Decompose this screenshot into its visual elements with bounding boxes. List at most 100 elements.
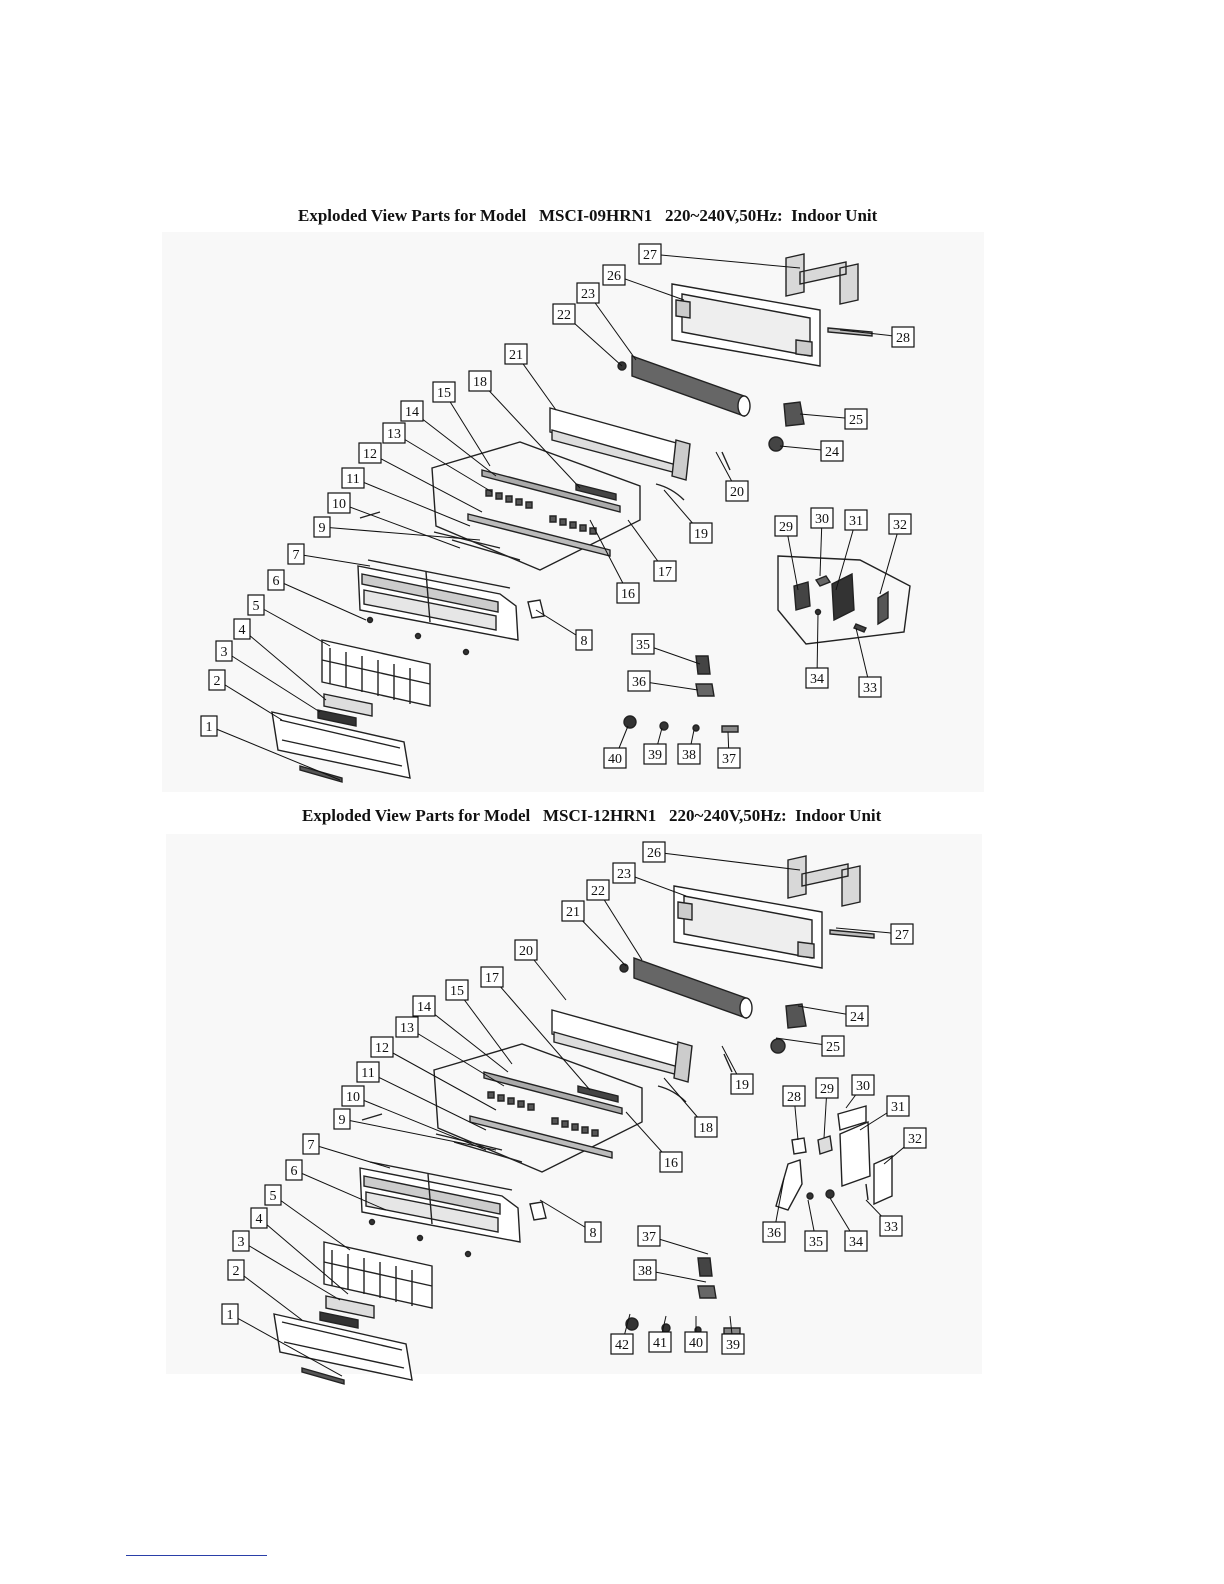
diagram-2-callout-33: 33	[879, 1215, 903, 1237]
svg-text:21: 21	[566, 905, 580, 920]
diagram-2-callout-14: 14	[412, 995, 436, 1017]
diagram-1-callout-22: 22	[552, 303, 576, 325]
diagram-1-callout-14: 14	[400, 400, 424, 422]
svg-text:14: 14	[417, 1000, 431, 1015]
diagram-2-callout-31: 31	[886, 1095, 910, 1117]
svg-text:8: 8	[590, 1226, 597, 1241]
svg-text:11: 11	[361, 1066, 374, 1081]
diagram-1-callout-32: 32	[888, 513, 912, 535]
diagram-2-callout-32: 32	[903, 1127, 927, 1149]
svg-text:30: 30	[815, 512, 829, 527]
svg-text:28: 28	[896, 331, 910, 346]
diagram-2-callout-38: 38	[633, 1259, 657, 1281]
svg-text:11: 11	[346, 472, 359, 487]
diagram-1-callout-1: 1	[200, 715, 218, 737]
diagram-2-callout-8: 8	[584, 1221, 602, 1243]
diagram-1-callout-28: 28	[891, 326, 915, 348]
diagram-2-callout-23: 23	[612, 862, 636, 884]
svg-text:19: 19	[735, 1078, 749, 1093]
svg-text:34: 34	[810, 672, 824, 687]
svg-text:1: 1	[206, 720, 213, 735]
diagram-2-callout-24: 24	[845, 1005, 869, 1027]
diagram-2-callout-37: 37	[637, 1225, 661, 1247]
diagram-2-callout-26: 26	[642, 841, 666, 863]
svg-text:9: 9	[339, 1113, 346, 1128]
diagram-2-callout-13: 13	[395, 1016, 419, 1038]
svg-text:40: 40	[608, 752, 622, 767]
svg-text:3: 3	[238, 1235, 245, 1250]
svg-text:9: 9	[319, 521, 326, 536]
diagram-1-title: Exploded View Parts for Model MSCI-09HRN…	[298, 206, 878, 225]
svg-text:28: 28	[787, 1090, 801, 1105]
svg-text:40: 40	[689, 1336, 703, 1351]
svg-text:18: 18	[473, 375, 487, 390]
svg-text:33: 33	[884, 1220, 898, 1235]
svg-text:5: 5	[270, 1189, 277, 1204]
diagram-1-callout-33: 33	[858, 676, 882, 698]
diagram-1-callout-8: 8	[575, 629, 593, 651]
diagram-2-callout-11: 11	[356, 1061, 380, 1083]
diagram-2-callout-15: 15	[445, 979, 469, 1001]
diagram-2-callout-36: 36	[762, 1221, 786, 1243]
svg-text:20: 20	[519, 944, 533, 959]
svg-text:41: 41	[653, 1336, 667, 1351]
svg-text:39: 39	[648, 748, 662, 763]
svg-text:20: 20	[730, 485, 744, 500]
svg-text:14: 14	[405, 405, 419, 420]
svg-text:13: 13	[400, 1021, 414, 1036]
svg-text:17: 17	[658, 565, 672, 580]
svg-text:38: 38	[638, 1264, 652, 1279]
svg-text:15: 15	[437, 386, 451, 401]
diagram-2-callout-17: 17	[480, 966, 504, 988]
svg-text:7: 7	[308, 1138, 315, 1153]
diagram-2-title: Exploded View Parts for Model MSCI-12HRN…	[302, 806, 882, 825]
diagram-1-callout-5: 5	[247, 594, 265, 616]
svg-text:2: 2	[233, 1264, 240, 1279]
diagram-1-callout-12: 12	[358, 442, 382, 464]
svg-text:10: 10	[332, 497, 346, 512]
diagram-1-callout-23: 23	[576, 282, 600, 304]
svg-text:37: 37	[722, 752, 736, 767]
diagram-1-callout-34: 34	[805, 667, 829, 689]
diagram-1-callout-18: 18	[468, 370, 492, 392]
diagram-2-callout-4: 4	[250, 1207, 268, 1229]
diagram-1-callout-2: 2	[208, 669, 226, 691]
diagram-2-callout-34: 34	[844, 1230, 868, 1252]
diagram-2-panel	[166, 834, 982, 1374]
svg-text:2: 2	[214, 674, 221, 689]
indoor-unit-09hrn1-parts	[271, 253, 873, 783]
diagram-2-callout-40: 40	[684, 1331, 708, 1353]
diagram-1-callout-27: 27	[638, 243, 662, 265]
svg-text:26: 26	[647, 846, 661, 861]
diagram-1-callout-38: 38	[677, 743, 701, 765]
diagram-2-callout-35: 35	[804, 1230, 828, 1252]
svg-text:1: 1	[227, 1308, 234, 1323]
svg-text:12: 12	[363, 447, 377, 462]
svg-text:31: 31	[891, 1100, 905, 1115]
diagram-1-callout-19: 19	[689, 522, 713, 544]
svg-text:12: 12	[375, 1041, 389, 1056]
diagram-2-callout-7: 7	[302, 1133, 320, 1155]
diagram-1-callout-9: 9	[313, 516, 331, 538]
footer-rule	[126, 1555, 267, 1556]
svg-text:24: 24	[825, 445, 839, 460]
diagram-1-callout-35: 35	[631, 633, 655, 655]
diagram-2-callout-5: 5	[264, 1184, 282, 1206]
svg-text:4: 4	[239, 623, 246, 638]
diagram-1-callout-26: 26	[602, 264, 626, 286]
svg-text:8: 8	[581, 634, 588, 649]
svg-text:27: 27	[643, 248, 657, 263]
diagram-1-callout-13: 13	[382, 422, 406, 444]
svg-text:5: 5	[253, 599, 260, 614]
svg-text:10: 10	[346, 1090, 360, 1105]
svg-text:25: 25	[849, 413, 863, 428]
svg-text:32: 32	[893, 518, 907, 533]
svg-text:32: 32	[908, 1132, 922, 1147]
electric-box-assembly-1	[777, 555, 911, 645]
diagram-1-callout-29: 29	[774, 515, 798, 537]
diagram-2-callout-41: 41	[648, 1331, 672, 1353]
diagram-1-callout-10: 10	[327, 492, 351, 514]
svg-text:13: 13	[387, 427, 401, 442]
diagram-2-callout-21: 21	[561, 900, 585, 922]
